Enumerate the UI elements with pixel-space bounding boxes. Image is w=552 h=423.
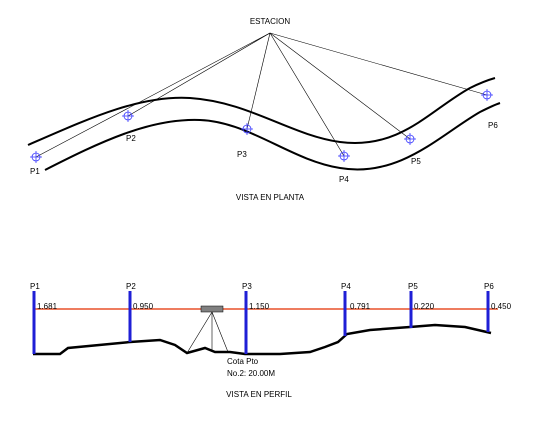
rod-reading: 1.681 [37, 302, 58, 311]
plan-point-p2: P2 [122, 110, 136, 143]
rod-reading: 1.150 [249, 302, 270, 311]
profile-caption: VISTA EN PERFIL [226, 390, 292, 399]
profile-station-p2: P2 0.950 [126, 282, 154, 342]
sight-line-p4 [269, 32, 345, 157]
plan-view: ESTACION P1 P2 [27, 17, 501, 202]
profile-station-p6: P6 0.450 [484, 282, 512, 332]
station-label: P3 [242, 282, 252, 291]
rod-reading: 0.220 [414, 302, 435, 311]
tripod-leg-right [211, 311, 229, 353]
point-label: P6 [488, 121, 498, 130]
level-icon [200, 305, 224, 313]
station-label: P2 [126, 282, 136, 291]
point-label: P3 [237, 150, 247, 159]
sight-line-p5 [269, 32, 411, 140]
rod-reading: 0.450 [491, 302, 512, 311]
station-label: P1 [30, 282, 40, 291]
road-lower-edge [44, 102, 501, 171]
road-upper-edge [27, 77, 496, 146]
sight-line-p2 [127, 32, 271, 117]
plan-point-p1: P1 [30, 151, 42, 176]
station-label: P4 [341, 282, 351, 291]
profile-station-p4: P4 0.791 [341, 282, 371, 336]
target-icon [241, 123, 253, 135]
tripod-leg-left [186, 311, 213, 354]
point-label: P2 [126, 134, 136, 143]
plan-point-p6: P6 [481, 89, 498, 130]
benchmark-label-line1: Cota Pto [227, 357, 259, 366]
sight-line-p6 [269, 32, 488, 96]
target-icon [30, 151, 42, 163]
target-icon [338, 150, 350, 162]
profile-view: P1 1.681 P2 0.950 P3 1.150 P4 0.791 P5 0… [30, 282, 512, 399]
level-instrument [186, 305, 229, 354]
point-label: P1 [30, 167, 40, 176]
station-label: P6 [484, 282, 494, 291]
profile-station-p5: P5 0.220 [408, 282, 435, 328]
plan-point-p5: P5 [404, 133, 421, 166]
target-icon [404, 133, 416, 145]
plan-point-p4: P4 [338, 150, 350, 184]
rod-reading: 0.791 [350, 302, 371, 311]
ground-profile [33, 323, 492, 356]
profile-station-p3: P3 1.150 [242, 282, 270, 354]
sight-lines [35, 32, 488, 158]
station-label: P5 [408, 282, 418, 291]
benchmark-label-line2: No.2: 20.00M [227, 369, 275, 378]
rod-reading: 0.950 [133, 302, 154, 311]
point-label: P5 [411, 157, 421, 166]
target-icon [481, 89, 493, 101]
station-label: ESTACION [250, 17, 291, 26]
target-icon [122, 110, 134, 122]
plan-point-p3: P3 [237, 123, 253, 159]
profile-station-p1: P1 1.681 [30, 282, 58, 354]
sight-line-p1 [35, 32, 271, 158]
point-label: P4 [339, 175, 349, 184]
plan-caption: VISTA EN PLANTA [236, 193, 305, 202]
